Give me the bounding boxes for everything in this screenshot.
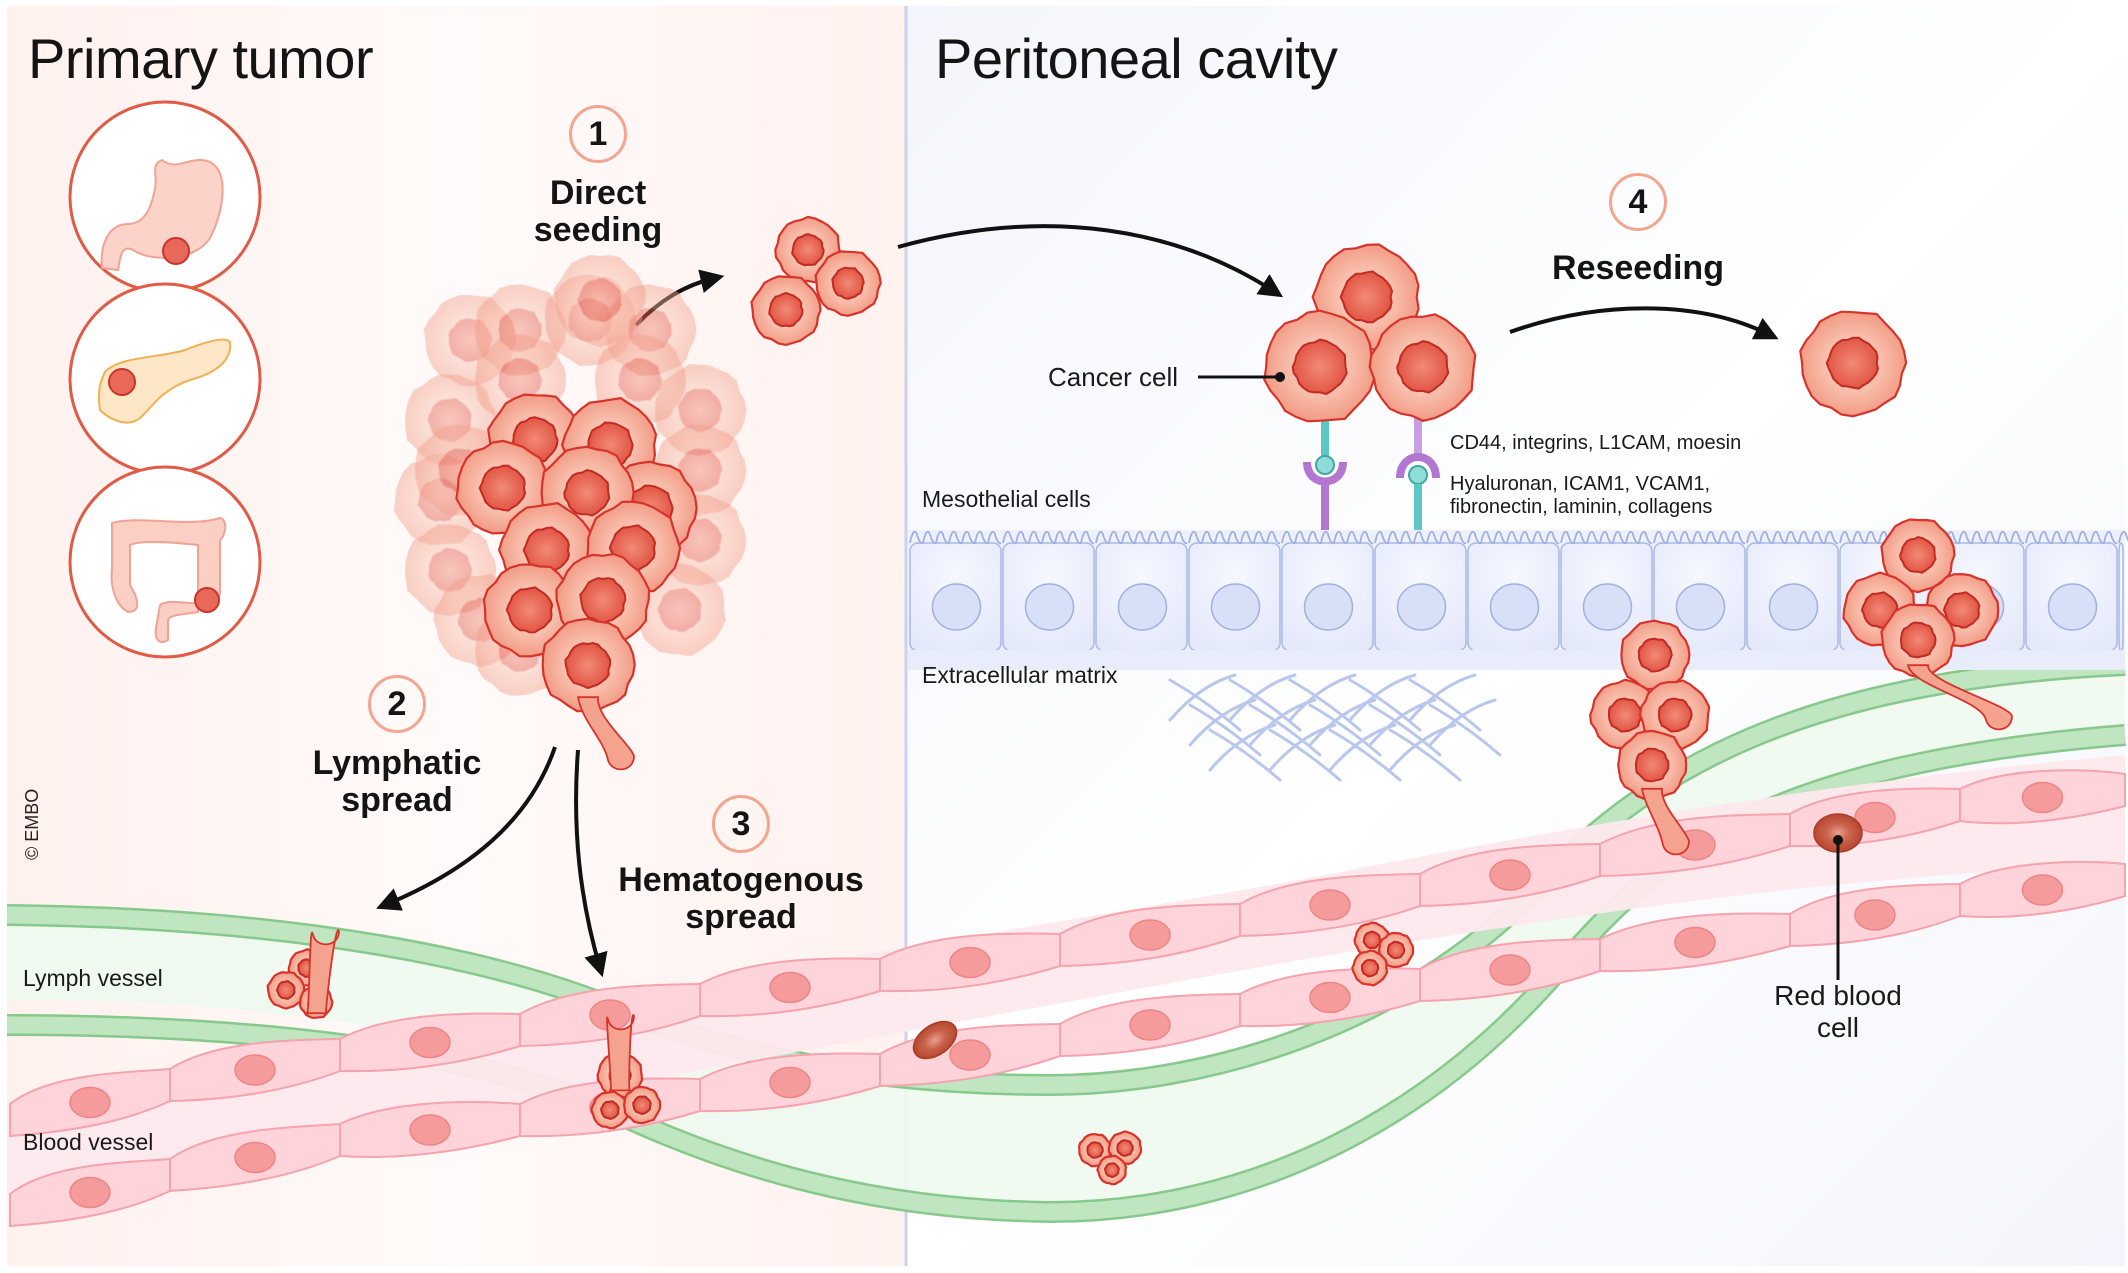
mesothelial-cell (2118, 530, 2128, 652)
endothelial-cell (9, 1067, 171, 1138)
blood-vessel-wall-bottom (9, 861, 2126, 1228)
mesothelial-cell (1188, 530, 1281, 652)
red-blood-cell-label-line2: cell (1816, 1012, 1859, 1043)
arrow-to-peritoneum (897, 224, 1284, 298)
invading-cell (1617, 729, 1690, 856)
invading-cell (1880, 518, 1956, 594)
extracellular-matrix-fibers (1168, 673, 1502, 782)
mesothelial-cell (1560, 530, 1653, 652)
tumor-cell-faint (553, 254, 647, 348)
mesothelial-cell (1281, 530, 1374, 652)
mesothelial-cell (1653, 530, 1746, 652)
step-3-label: Hematogenous spread (601, 862, 881, 936)
blood-cluster-cell (590, 1090, 630, 1130)
mesothelial-cell (1095, 530, 1188, 652)
primary-tumor-title: Primary tumor (28, 27, 374, 90)
blood-vessel-wall-top (9, 769, 2126, 1138)
arrow-lymphatic (376, 746, 557, 911)
blood-vessel (7, 755, 2126, 1228)
ligands-label-line2: fibronectin, laminin, collagens (1450, 496, 1713, 518)
extracellular-matrix-label: Extracellular matrix (922, 662, 1118, 688)
blood-cluster-cell (1351, 949, 1389, 987)
lymph-vessel-label: Lymph vessel (23, 965, 163, 991)
step-1-badge: 1 (569, 105, 627, 163)
mesothelium (908, 530, 2128, 670)
endothelial-cell (1789, 882, 1961, 948)
adhesion-receptors (1303, 418, 1440, 530)
blood-vessel-label: Blood vessel (23, 1129, 154, 1155)
step-4-badge: 4 (1609, 173, 1667, 231)
blood-cluster-cell (622, 1086, 662, 1125)
red-blood-cell-1 (912, 1020, 958, 1060)
invading-cell (1620, 619, 1691, 691)
step-3-label-line2: spread (685, 898, 797, 936)
step-2-badge: 2 (368, 675, 426, 733)
seeded-cell (814, 250, 882, 317)
cancer-cells (266, 215, 2013, 1186)
cancer-cell-label: Cancer cell (1048, 362, 1179, 392)
tumor-receptors-label: CD44, integrins, L1CAM, moesin (1450, 432, 1742, 454)
red-blood-cell-label: Red blood cell (1748, 980, 1928, 1044)
endothelial-cell (1959, 861, 2126, 919)
ligands-label-line1: Hyaluronan, ICAM1, VCAM1, (1450, 473, 1711, 495)
invading-cell (1880, 603, 2013, 731)
ligands-label: Hyaluronan, ICAM1, VCAM1, fibronectin, l… (1450, 473, 1712, 519)
tumor-cell (482, 563, 579, 658)
endothelial-cell (339, 1012, 521, 1073)
endothelial-cell (879, 932, 1061, 993)
mesothelial-cell (1374, 530, 1467, 652)
mesothelial-cells-label: Mesothelial cells (922, 486, 1091, 512)
mesothelial-cell-row (909, 530, 2128, 652)
peritoneal-cancer-cell (1368, 313, 1477, 422)
lymph-cluster-cell (298, 929, 340, 1019)
leader-cancer-cell (1198, 372, 1285, 382)
lymph-cluster-cell (1096, 1154, 1128, 1186)
step-3-badge: 3 (712, 795, 770, 853)
step-3-label-line1: Hematogenous (618, 861, 864, 899)
organ-pancreas (68, 282, 262, 476)
peritoneal-cavity-title: Peritoneal cavity (935, 27, 1338, 90)
endothelial-cell (339, 1101, 521, 1158)
lymph-cluster-cell (266, 971, 306, 1010)
leader-red-blood-cell (1833, 835, 1843, 980)
organ-stomach (68, 100, 262, 294)
endothelial-cell (9, 1157, 171, 1228)
endothelial-cell (1599, 912, 1791, 973)
red-blood-cell-label-line1: Red blood (1774, 980, 1902, 1011)
mesothelial-cell (909, 530, 1002, 652)
receptor-pair-right (1396, 418, 1440, 530)
mesothelial-cell (1002, 530, 1095, 652)
peritoneal-cancer-cell (1263, 309, 1378, 423)
reseeded-cancer-cell (1799, 310, 1908, 418)
step-1-label-line1: Direct (549, 174, 647, 212)
arrow-hematogenous (574, 749, 608, 978)
copyright: © EMBO (22, 788, 42, 860)
endothelial-cell (1959, 769, 2126, 825)
endothelial-cell (699, 1052, 881, 1113)
mesothelial-cell (1467, 530, 1560, 652)
seeded-cell (750, 275, 822, 347)
blood-cluster-cell (1377, 931, 1415, 969)
step-4-label: Reseeding (1552, 249, 1724, 287)
step-1-label: Direct seeding (498, 175, 698, 249)
step-2-label-line1: Lymphatic (312, 744, 482, 782)
endothelial-cell (699, 957, 881, 1018)
arrow-reseeding (1509, 306, 1779, 340)
endothelial-cell (1419, 842, 1601, 908)
mesothelial-cell (2025, 530, 2118, 652)
step-2-label: Lymphatic spread (287, 745, 507, 819)
mesothelial-cell (1746, 530, 1839, 652)
endothelial-cell (1059, 992, 1241, 1058)
organ-colon (68, 465, 262, 659)
step-1-label-line2: seeding (533, 211, 663, 249)
tumor-cell (541, 617, 636, 771)
receptor-pair-left (1303, 418, 1347, 530)
step-2-label-line2: spread (341, 781, 453, 819)
